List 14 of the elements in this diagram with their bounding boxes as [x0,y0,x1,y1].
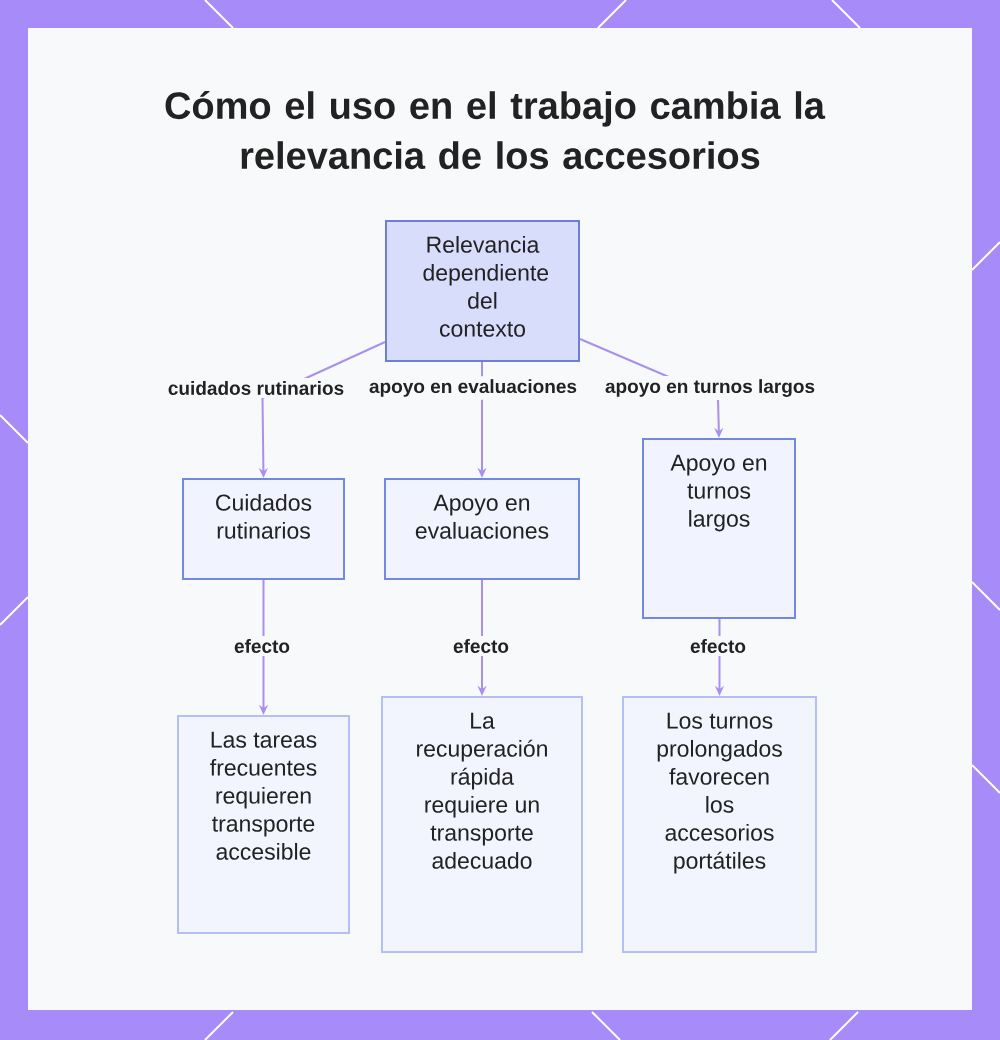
outcome-box: La recuperación rápida requiere un transporte adecuado [381,696,583,953]
edge-label: apoyo en evaluaciones [366,376,580,400]
branch-box: Apoyo en evaluaciones [384,478,580,580]
outcome-box: Los turnos prolongados favorecen los accesorios portátiles [622,696,817,953]
edge-label: cuidados rutinarios [164,378,348,398]
branch-box: Apoyo en turnos largos [642,438,796,619]
outcome-box: Las tareas frecuentes requieren transporte accesible [177,715,350,934]
branch-box: Cuidados rutinarios [182,478,345,580]
edge-label: efecto [687,636,749,656]
topic-box: Relevancia dependiente del contexto [385,220,580,362]
title: Cómo el uso en el trabajo cambia la relevancia de los accesorios [165,90,826,170]
edge-label: apoyo en turnos largos [601,376,819,400]
edge-label: efecto [450,636,512,656]
edge-label: efecto [231,636,293,656]
